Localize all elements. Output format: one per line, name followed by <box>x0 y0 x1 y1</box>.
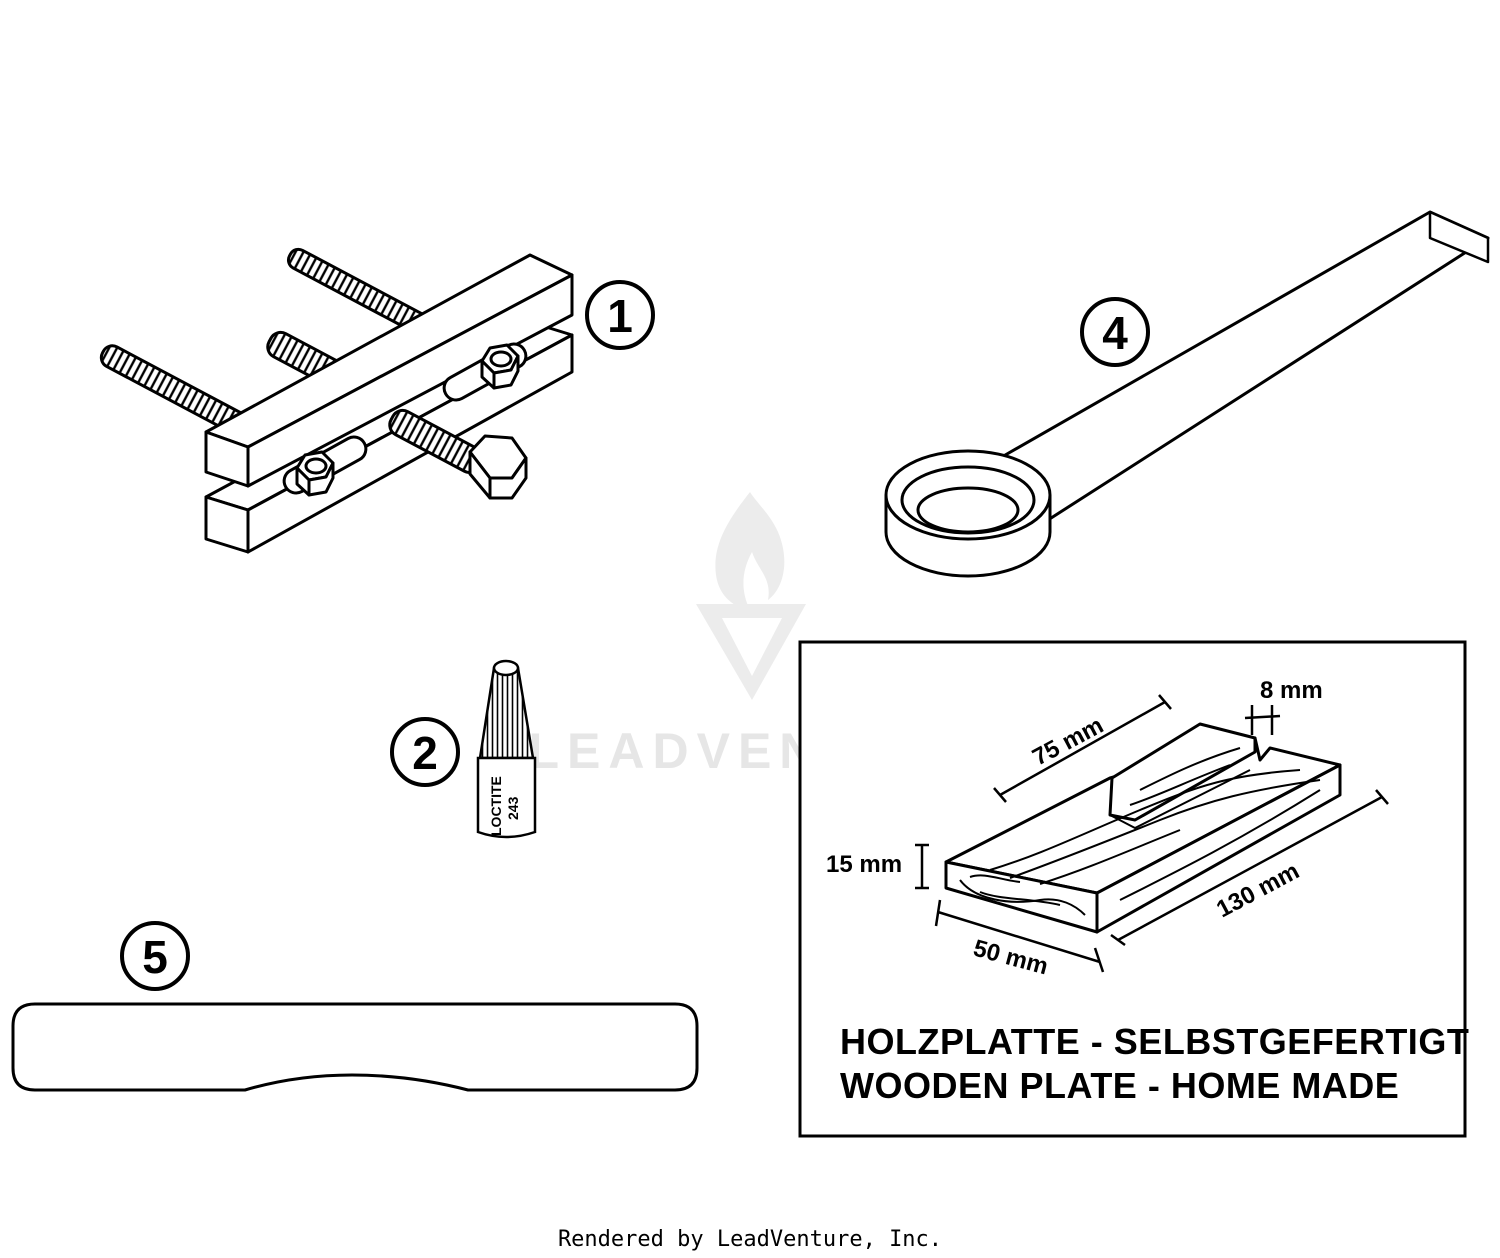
footer-credit: Rendered by LeadVenture, Inc. <box>558 1227 942 1252</box>
wooden-plate-caption-de: HOLZPLATTE - SELBSTGEFERTIGT <box>840 1021 1469 1062</box>
plate-part <box>11 1002 699 1092</box>
dim-label-8mm: 8 mm <box>1260 677 1323 704</box>
holding-wrench <box>884 210 1490 578</box>
dimension-lines <box>915 694 1389 973</box>
svg-text:5: 5 <box>142 931 168 983</box>
wooden-board-drawing <box>944 722 1342 934</box>
puller-bar-upper <box>204 253 574 488</box>
loctite-label-line2: 243 <box>505 796 521 820</box>
wooden-plate-caption-en: WOODEN PLATE - HOME MADE <box>840 1065 1399 1106</box>
callout-4: 4 <box>1080 297 1150 367</box>
wooden-plate-detail: 75 mm 8 mm 15 mm 50 mm 130 mm HOLZPLATTE… <box>798 640 1469 1138</box>
puller-tool <box>99 247 574 554</box>
puller-nut-right <box>480 343 520 390</box>
flame-logo-icon <box>696 492 806 700</box>
puller-bolt-front <box>388 408 528 500</box>
svg-text:4: 4 <box>1102 307 1128 359</box>
callout-5: 5 <box>120 921 190 991</box>
puller-nut-left <box>295 450 335 497</box>
dim-label-15mm: 15 mm <box>826 851 902 878</box>
svg-text:2: 2 <box>412 727 438 779</box>
callout-2: 2 <box>390 717 460 787</box>
loctite-tube: LOCTITE 243 <box>476 659 537 839</box>
loctite-label-line1: LOCTITE <box>488 776 504 836</box>
callout-1: 1 <box>585 280 655 350</box>
svg-text:1: 1 <box>607 290 633 342</box>
